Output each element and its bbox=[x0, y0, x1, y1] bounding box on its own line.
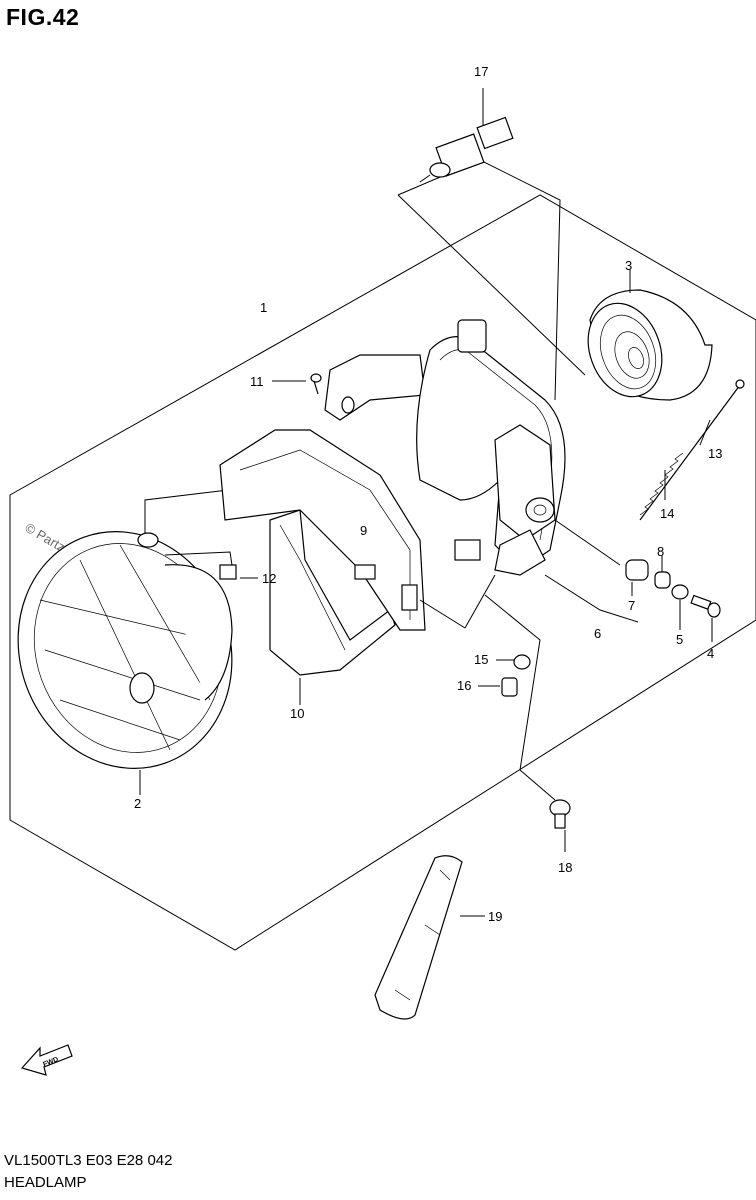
bracket-leader bbox=[144, 489, 229, 535]
headlamp-shell-part bbox=[587, 270, 713, 401]
bolt-part bbox=[690, 594, 721, 618]
callout-1: 1 bbox=[260, 300, 267, 315]
callout-12: 12 bbox=[262, 571, 276, 586]
upper-stay-part bbox=[324, 354, 426, 421]
washer-part bbox=[671, 584, 689, 600]
callout-16: 16 bbox=[457, 678, 471, 693]
callout-3: 3 bbox=[625, 258, 632, 273]
bulb-leader-line bbox=[397, 194, 586, 376]
mounting-ring-part bbox=[416, 319, 566, 576]
bolt-leader bbox=[484, 594, 541, 771]
figure-title: FIG.42 bbox=[6, 4, 80, 30]
pin-part bbox=[501, 677, 518, 697]
rubber-part bbox=[625, 559, 649, 581]
headlamp-lens-part bbox=[17, 531, 233, 795]
bolt-head-part bbox=[513, 654, 531, 670]
forward-arrow-icon: FWD bbox=[20, 1044, 73, 1076]
nut-leader bbox=[164, 551, 233, 566]
callout-4: 4 bbox=[707, 646, 714, 661]
part6-leader bbox=[544, 574, 639, 623]
side-bracket-part bbox=[219, 429, 426, 631]
callout-2: 2 bbox=[134, 796, 141, 811]
callout-5: 5 bbox=[676, 632, 683, 647]
callout-7: 7 bbox=[628, 598, 635, 613]
callout-19: 19 bbox=[488, 909, 502, 924]
collar-part bbox=[654, 571, 671, 589]
model-code: VL1500TL3 E03 E28 042 bbox=[4, 1152, 173, 1169]
adjust-screw-part bbox=[639, 379, 745, 521]
callout-10: 10 bbox=[290, 706, 304, 721]
bulb-part bbox=[419, 88, 514, 183]
callout-9: 9 bbox=[360, 523, 367, 538]
section-name: HEADLAMP bbox=[4, 1174, 87, 1191]
callout-13: 13 bbox=[708, 446, 722, 461]
callout-14: 14 bbox=[660, 506, 674, 521]
callout-11: 11 bbox=[250, 374, 264, 389]
screw-part bbox=[272, 373, 322, 395]
mount-bolt-part bbox=[549, 799, 571, 852]
reflector-part bbox=[374, 855, 485, 1020]
callout-8: 8 bbox=[657, 544, 664, 559]
nut-part bbox=[219, 564, 237, 580]
grommet-part bbox=[137, 532, 159, 548]
assembly-outline bbox=[9, 194, 756, 951]
callout-18: 18 bbox=[558, 860, 572, 875]
callout-17: 17 bbox=[474, 64, 488, 79]
callout-6: 6 bbox=[594, 626, 601, 641]
callout-15: 15 bbox=[474, 652, 488, 667]
